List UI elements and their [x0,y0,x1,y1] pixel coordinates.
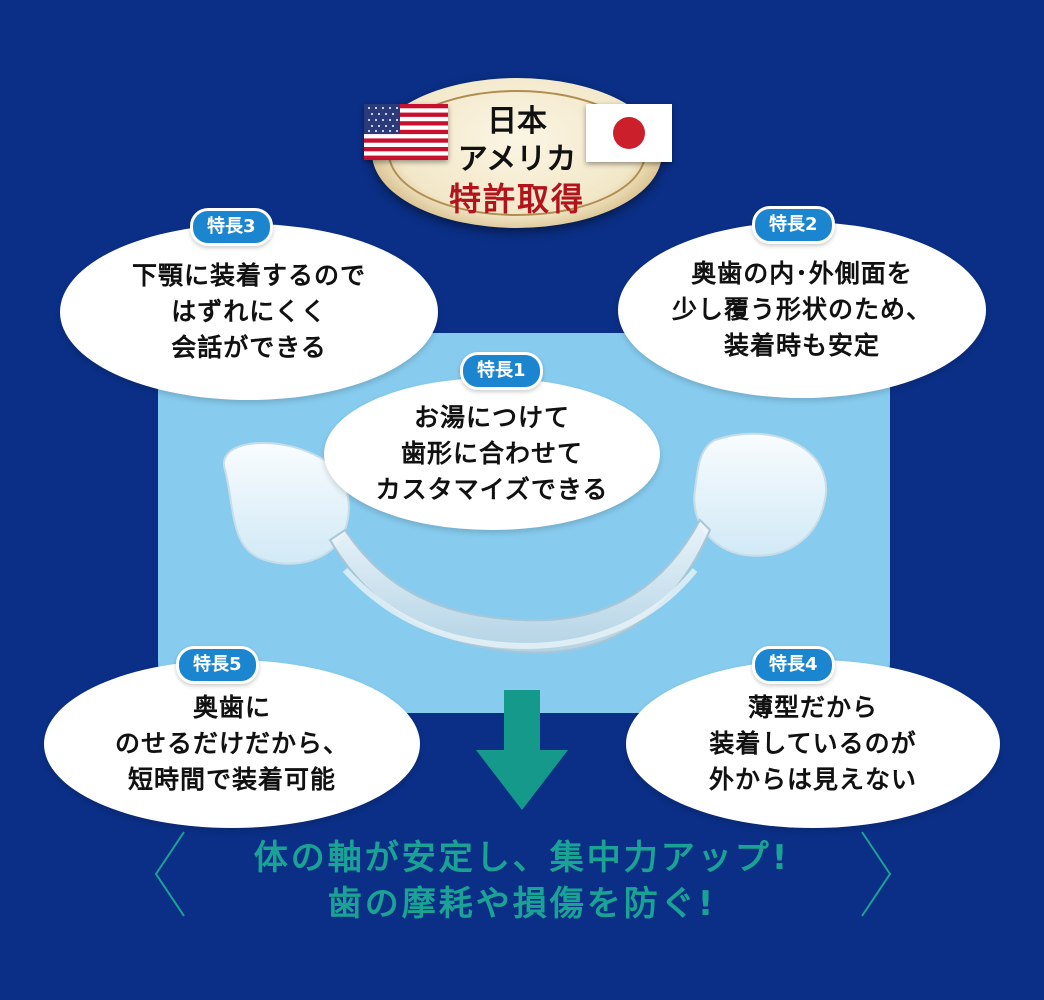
down-arrow-icon [476,690,568,810]
conclusion-line-2: 歯の摩耗や損傷を防ぐ! [327,884,717,924]
feature-4-line1: 薄型だから [747,693,878,722]
mouthpiece-image [222,432,828,654]
seal-line-1: 日本 [487,104,547,139]
feature-5-line1: 奥歯に [192,693,271,722]
seal-line-2: アメリカ [457,142,577,177]
feature-4-tag: 特長4 [752,646,835,684]
feature-5-line3: 短時間で装着可能 [127,765,336,794]
feature-3-bubble: 下顎に装着するので はずれにくく 会話ができる [60,224,438,400]
us-flag-icon [364,104,448,160]
feature-3-tag: 特長3 [190,208,273,246]
feature-2-line3: 装着時も安定 [723,331,880,360]
feature-1-line2: 歯形に合わせて [400,439,583,468]
feature-4-line2: 装着しているのが [709,729,917,758]
feature-1-bubble: お湯につけて 歯形に合わせて カスタマイズできる [324,378,660,530]
seal-line-3: 特許取得 [448,180,585,218]
feature-4-line3: 外からは見えない [708,765,917,794]
feature-2-line1: 奥歯の内･外側面を [691,259,913,288]
feature-5-tag: 特長5 [176,646,259,684]
feature-5-bubble: 奥歯に のせるだけだから、 短時間で装着可能 [44,660,420,828]
japan-flag-icon [586,104,672,162]
feature-2-bubble: 奥歯の内･外側面を 少し覆う形状のため、 装着時も安定 [618,222,986,398]
chevron-left-icon [154,831,185,917]
feature-3-line2: はずれにくく [171,297,327,326]
conclusion-line-1: 体の軸が安定し、集中力アップ! [253,838,791,878]
feature-4-bubble: 薄型だから 装着しているのが 外からは見えない [626,660,1000,828]
feature-3-line1: 下顎に装着するので [131,261,366,290]
feature-3-line3: 会話ができる [171,333,327,362]
feature-1-line3: カスタマイズできる [375,475,609,504]
feature-1-line1: お湯につけて [413,403,570,432]
feature-5-line2: のせるだけだから、 [114,729,349,758]
feature-2-tag: 特長2 [752,206,835,244]
feature-2-line2: 少し覆う形状のため、 [671,295,932,324]
chevron-right-icon [861,831,892,917]
feature-1-tag: 特長1 [460,352,543,390]
